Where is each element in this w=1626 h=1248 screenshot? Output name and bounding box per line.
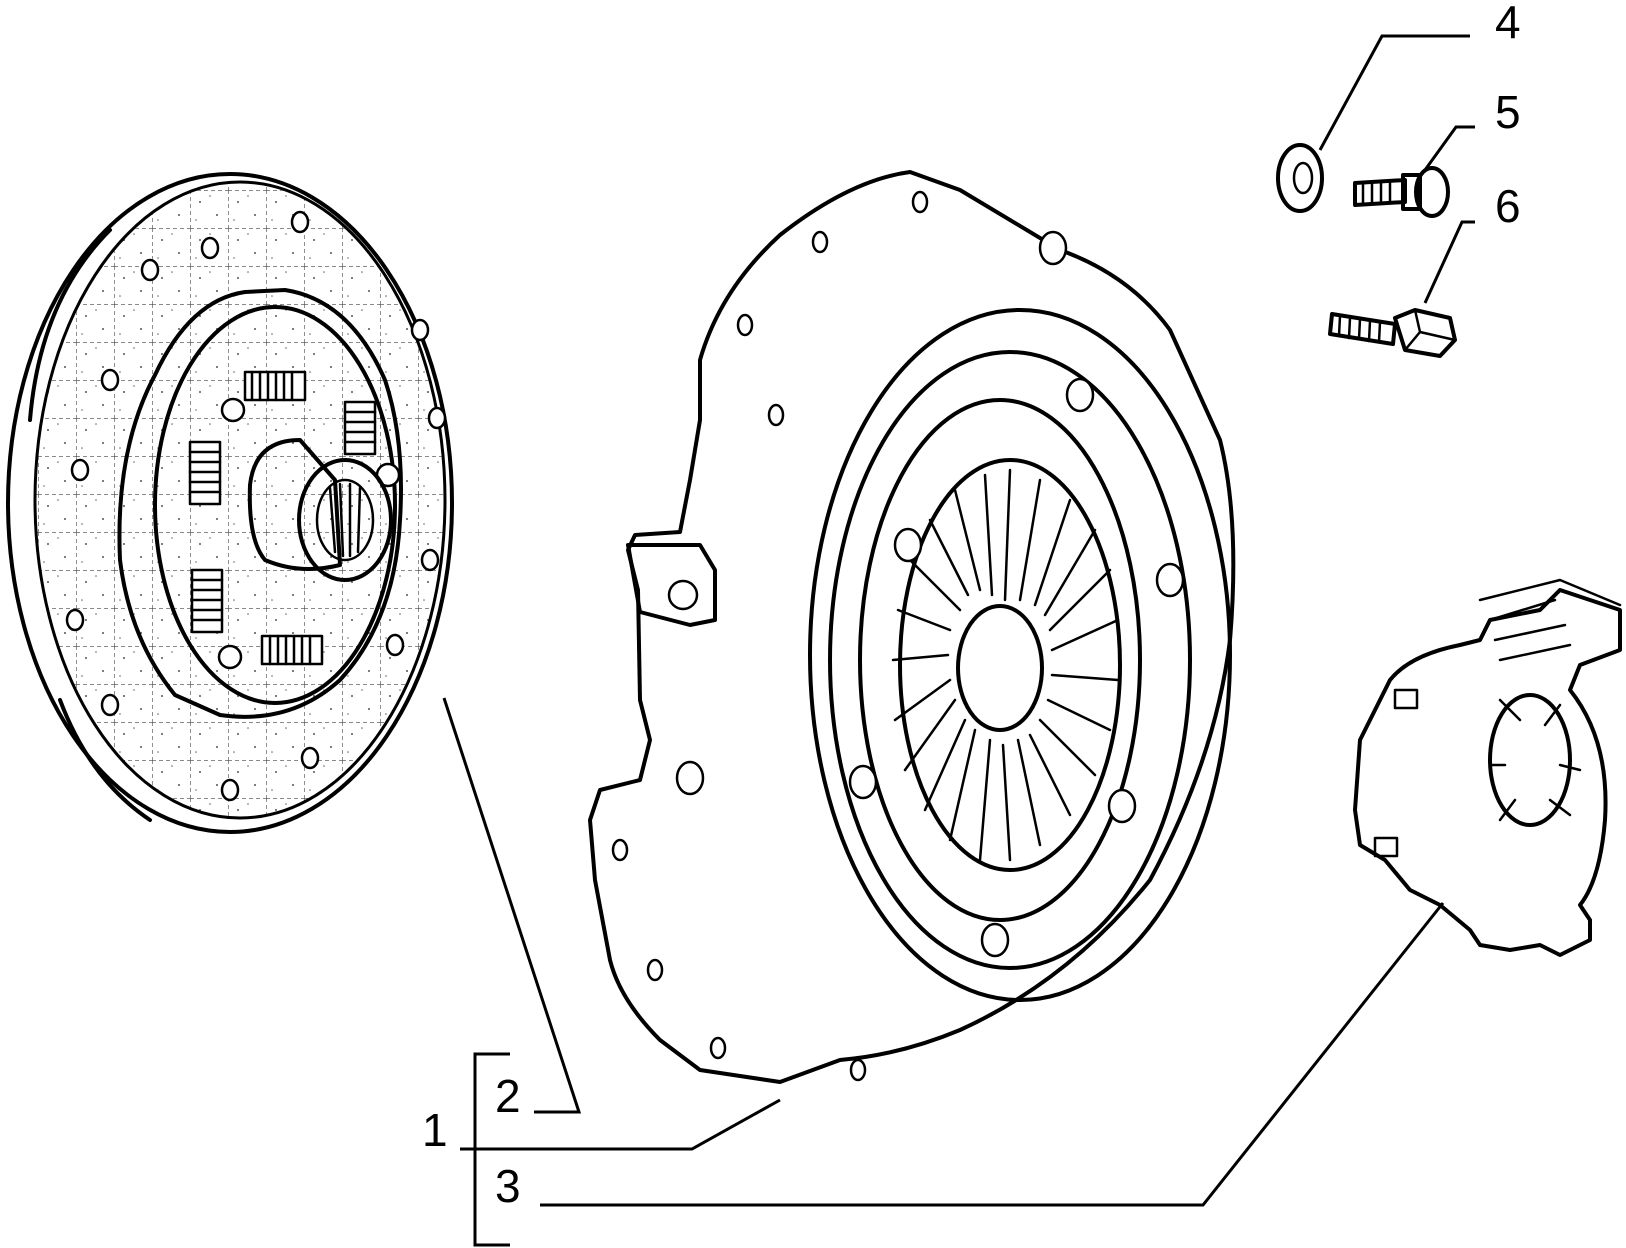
leader-lines <box>442 34 1475 1247</box>
callout-2: 2 <box>495 1070 521 1122</box>
callout-5: 5 <box>1495 86 1521 138</box>
washer <box>1276 143 1324 213</box>
callout-labels: 4 5 6 2 1 3 <box>422 0 1521 1212</box>
clutch-disc <box>6 172 454 834</box>
cap-screw <box>1353 166 1450 218</box>
callout-6: 6 <box>1495 180 1521 232</box>
callout-1: 1 <box>422 1104 448 1156</box>
pressure-plate-cover <box>588 170 1236 1084</box>
callout-4: 4 <box>1495 0 1521 48</box>
hex-bolt <box>1328 308 1457 358</box>
release-bearing <box>1353 578 1622 957</box>
callout-3: 3 <box>495 1160 521 1212</box>
